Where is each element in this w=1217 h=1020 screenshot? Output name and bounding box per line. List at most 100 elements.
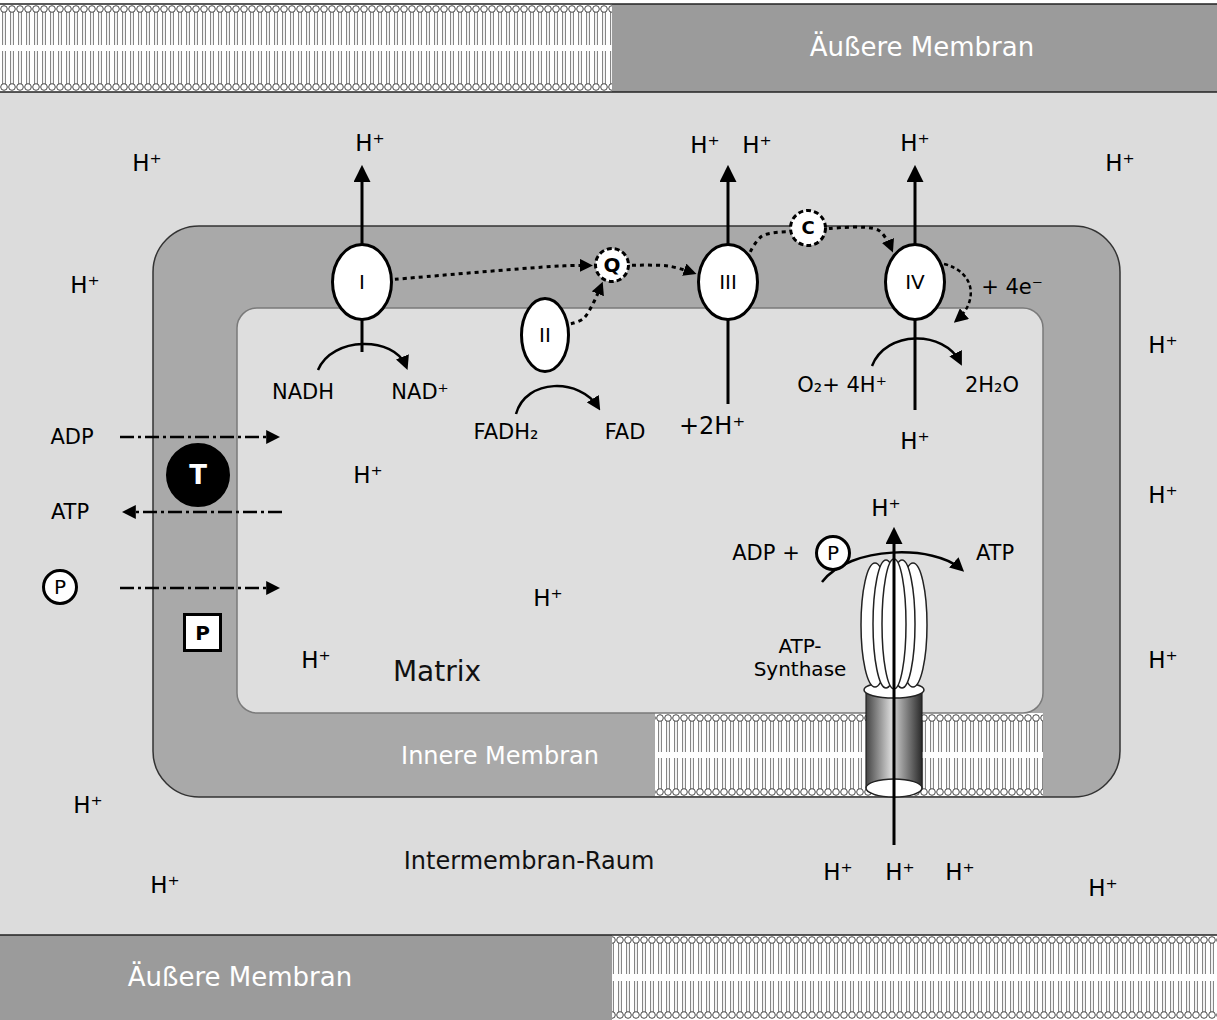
enzyme-name: ATP-Synthase: [754, 635, 847, 681]
phosphate-symbol: P: [815, 535, 851, 571]
substrate-label-holder: ADP +: [732, 541, 799, 565]
electron-arrow: [944, 264, 971, 320]
outer-membrane-band: Äußere Membran: [0, 4, 1217, 92]
electron-label-holder: + 4e⁻: [981, 275, 1043, 299]
proton-label-holder: H⁺: [871, 495, 900, 521]
complex-ellipse: [44, 571, 77, 604]
reaction-arrow: [318, 344, 406, 370]
substrate-label-holder: NADH: [272, 380, 334, 404]
inner-membrane: Innere MembranMatrixPIIIQIIICIVTP: [153, 226, 1120, 797]
proton-label: H⁺: [823, 859, 852, 885]
matrix-fill: [237, 308, 1043, 713]
proton-label-holder: H⁺: [355, 130, 384, 156]
region-label: Intermembran-Raum: [404, 848, 655, 876]
electron-label: + 4e⁻: [981, 275, 1043, 299]
product-label: 2H₂O: [965, 373, 1019, 397]
matrix-region: Matrix P: [237, 308, 1043, 713]
lipid-bilayer: [612, 935, 1217, 1020]
proton-label: H⁺: [301, 647, 330, 673]
proton-label-holder: H⁺: [1148, 482, 1177, 508]
substrate-label: ADP +: [732, 541, 799, 565]
electron-flow-connector: [395, 265, 589, 279]
product-label-holder: ATP: [51, 500, 89, 524]
inner-membrane-fill: [153, 226, 1120, 797]
proton-label: H⁺: [132, 150, 161, 176]
product-label: FAD: [605, 420, 646, 444]
complex-ellipse: [886, 245, 945, 320]
electron-flow-connector: [571, 285, 601, 323]
lipid-bilayer: [655, 713, 1043, 796]
node-label: Q: [603, 255, 620, 275]
complex-ellipse: [699, 245, 758, 320]
proton-label-holder: H⁺: [1105, 150, 1134, 176]
proton-label: H⁺: [871, 495, 900, 521]
proton-label: H⁺: [355, 130, 384, 156]
proton-label-holder: H⁺: [73, 792, 102, 818]
product-label-holder: NAD⁺: [391, 380, 448, 404]
proton-label: H⁺: [885, 859, 914, 885]
transport-arrow: [126, 511, 282, 514]
node-label: P: [54, 577, 66, 597]
proton-flow-arrow: [893, 532, 896, 845]
enzyme-name-holder: ATP-Synthase: [754, 635, 847, 681]
membrane-edge: [0, 3, 1217, 5]
proton-label: H⁺: [1148, 647, 1177, 673]
reaction-arrow: [872, 338, 960, 366]
membrane-edge: [0, 91, 1217, 93]
substrate-label-holder: ADP: [50, 425, 93, 449]
proton-label-holder: H⁺: [1148, 332, 1177, 358]
proton-label-holder: H⁺: [353, 462, 382, 488]
node-label: T: [189, 462, 207, 488]
substrate-label: NADH: [272, 380, 334, 404]
product-label: ATP: [51, 500, 89, 524]
transport-arrow: [120, 436, 276, 439]
complex-i: I: [331, 243, 393, 321]
substrate-label: FADH₂: [474, 420, 539, 444]
phosphate-carrier: P: [183, 613, 222, 652]
intermembrane-ground: [0, 92, 1217, 935]
carrier-box: [185, 615, 221, 651]
proton-label: H⁺: [900, 130, 929, 156]
proton-label: H⁺: [1148, 482, 1177, 508]
proton-label-holder: H⁺: [1088, 875, 1117, 901]
complex-iii: III: [697, 243, 759, 321]
region-label: Äußere Membran: [128, 963, 352, 993]
node-label: P: [827, 543, 839, 563]
proton-label-holder: H⁺: [900, 130, 929, 156]
product-label-holder: ATP: [976, 541, 1014, 565]
proton-label-holder: H⁺: [1148, 647, 1177, 673]
adp-atp-translocase: T: [166, 443, 230, 507]
region-label: Äußere Membran: [810, 33, 1034, 63]
proton-label-holder: H⁺: [945, 859, 974, 885]
proton-label: H⁺: [353, 462, 382, 488]
node-label: III: [719, 272, 737, 292]
proton-label-holder: H⁺: [150, 872, 179, 898]
complex-ii: II: [520, 297, 570, 373]
proton-label: H⁺: [1148, 332, 1177, 358]
proton-label-holder: H⁺: [900, 428, 929, 454]
proton-label-holder: H⁺: [132, 150, 161, 176]
electron-flow-connector: [829, 227, 891, 249]
complex-ellipse: [791, 211, 826, 246]
complex-ellipse: [333, 245, 392, 320]
outer-membrane-band: Äußere Membran: [0, 935, 1217, 1020]
region-label: Matrix: [393, 656, 481, 688]
intermembrane-space: Intermembran-RaumInnere MembranMatrixPII…: [0, 92, 1217, 935]
proton-label: H⁺: [70, 272, 99, 298]
proton-label: H⁺: [150, 872, 179, 898]
product-label: NAD⁺: [391, 380, 448, 404]
region-label: Innere Membran: [401, 743, 599, 771]
proton-label-holder: +2H⁺: [679, 413, 745, 441]
node-label: II: [539, 325, 551, 345]
product-label-holder: FAD: [605, 420, 646, 444]
proton-label: H⁺: [1088, 875, 1117, 901]
complex-ellipse: [817, 537, 850, 570]
substrate-label: O₂+ 4H⁺: [797, 373, 886, 397]
proton-label: H⁺: [900, 428, 929, 454]
lipid-bilayer: [0, 4, 612, 92]
proton-label-holder: H⁺: [690, 132, 719, 158]
product-label-holder: 2H₂O: [965, 373, 1019, 397]
proton-label: H⁺: [73, 792, 102, 818]
